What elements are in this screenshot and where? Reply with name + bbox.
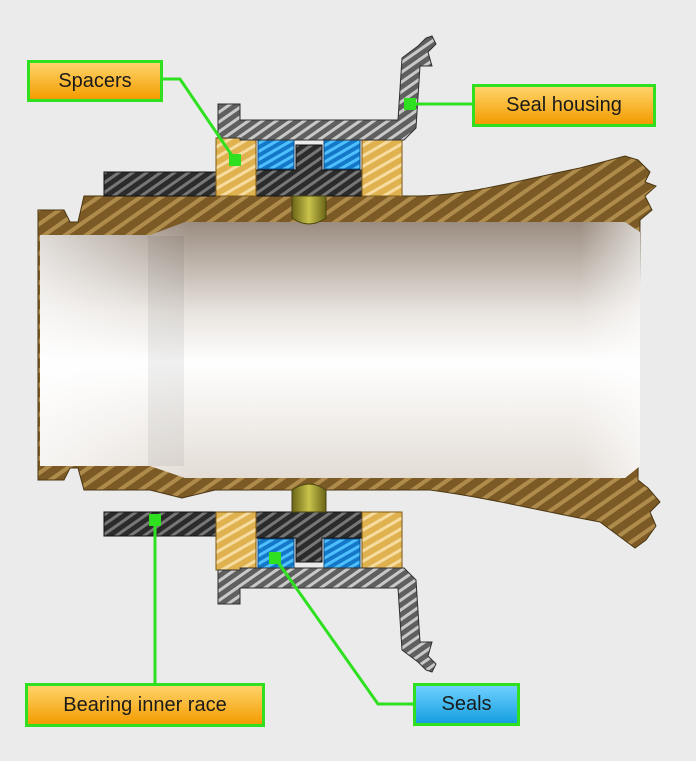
- seal-housing-bottom: [217, 567, 437, 673]
- spacer-top-right: [361, 137, 403, 197]
- retaining-pin-bottom: [291, 483, 327, 513]
- retaining-pin-top: [291, 195, 327, 225]
- bore-step-shadow: [148, 236, 184, 466]
- seal-housing-label: Seal housing: [472, 84, 656, 127]
- seal-housing-top: [217, 35, 437, 141]
- callout-dot-seals: [269, 552, 281, 564]
- spacer-bottom-right: [361, 511, 403, 571]
- spacer-bottom-left: [215, 511, 257, 571]
- spacers-label: Spacers: [27, 60, 163, 102]
- seal-top-left: [257, 136, 295, 170]
- seal-bottom-right: [323, 538, 361, 572]
- seals-label: Seals: [413, 683, 520, 726]
- bearing-inner-race-top: [103, 171, 217, 197]
- bearing-inner-race-label: Bearing inner race: [25, 683, 265, 727]
- callout-dot-spacers: [229, 154, 241, 166]
- callout-dot-bearing-inner-race: [149, 514, 161, 526]
- callout-dot-seal-housing: [404, 98, 416, 110]
- spacer-top-left: [215, 137, 257, 197]
- callout-line-spacers: [163, 77, 237, 161]
- bore-highlight: [40, 222, 640, 478]
- seal-runner-top: [255, 144, 363, 197]
- callout-line-seals: [273, 557, 413, 706]
- seal-top-right: [323, 136, 361, 170]
